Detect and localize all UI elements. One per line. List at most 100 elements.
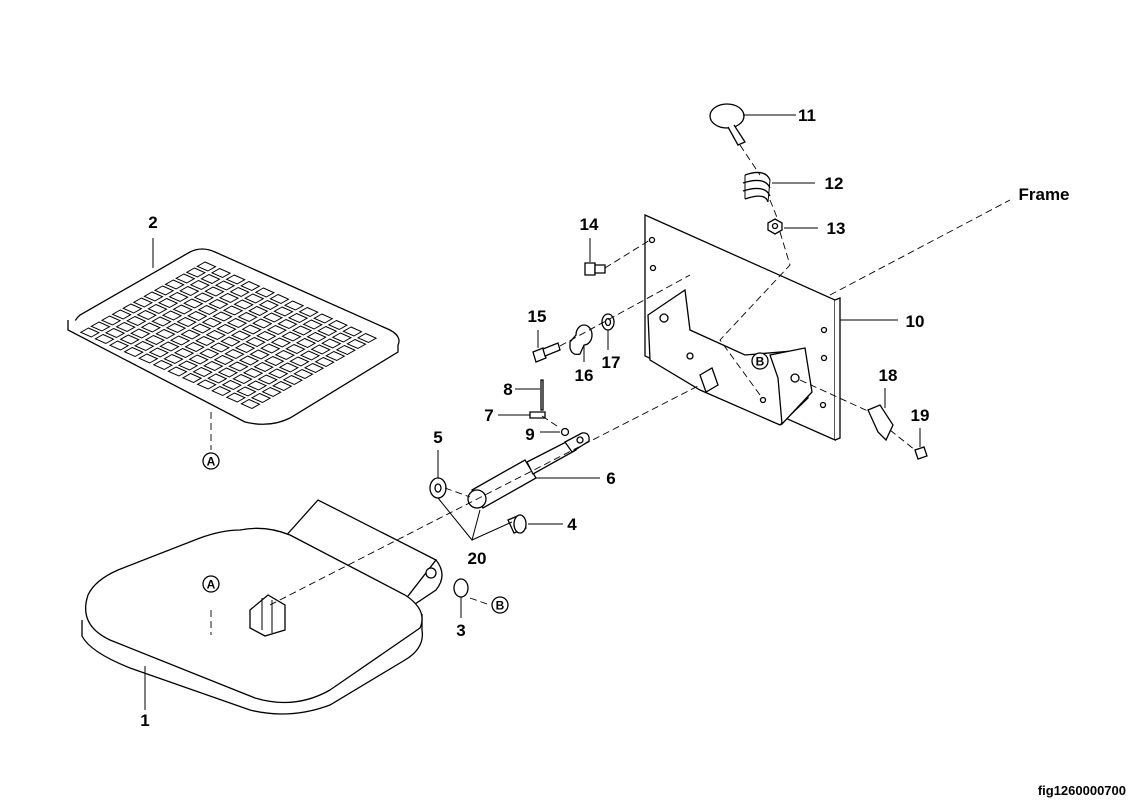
part-6-gas-spring xyxy=(467,432,590,509)
mat-tile xyxy=(212,311,233,322)
callout-20: 20 xyxy=(468,549,487,568)
mat-tile xyxy=(195,335,216,347)
mat-tile xyxy=(169,335,191,346)
mat-tile xyxy=(260,343,281,354)
mat-tile xyxy=(237,311,258,323)
callout-5: 5 xyxy=(433,428,442,447)
mat-tile xyxy=(313,313,334,324)
mat-tile xyxy=(136,309,158,321)
mat-tile xyxy=(327,319,349,331)
mat-tile xyxy=(153,285,175,296)
mat-tile xyxy=(205,329,227,341)
mat-tile xyxy=(151,316,172,327)
mat-tile xyxy=(256,330,277,342)
callout-10: 10 xyxy=(906,312,925,331)
mat-tile xyxy=(148,347,170,358)
part-5-washer xyxy=(429,477,447,499)
part-11-knob xyxy=(709,103,746,146)
mat-tile xyxy=(111,309,132,320)
mat-tile xyxy=(90,321,111,332)
callout-11: 11 xyxy=(798,106,816,125)
mat-tile xyxy=(270,337,292,348)
mat-tile xyxy=(325,350,346,362)
mat-tile xyxy=(264,355,285,367)
assembly-lines xyxy=(210,144,1011,606)
mat-tile xyxy=(242,367,264,379)
part-9-ring xyxy=(560,427,570,437)
mat-tile xyxy=(238,355,260,366)
mat-tile xyxy=(282,374,304,386)
mat-tile xyxy=(221,379,243,391)
mat-tile xyxy=(164,279,185,290)
mat-tile xyxy=(232,373,253,385)
mat-tile xyxy=(224,348,245,360)
callout-7: 7 xyxy=(484,406,493,425)
part-4-pin xyxy=(507,514,527,534)
part-15-bolt xyxy=(532,342,561,363)
mat-tile xyxy=(183,298,204,309)
part-12-spring xyxy=(742,171,771,203)
ref-mark-b-left: B xyxy=(491,596,509,614)
mat-tile xyxy=(225,392,247,403)
mat-tile xyxy=(193,292,215,303)
ref-mark-b-right: B xyxy=(751,352,769,370)
mat-tile xyxy=(342,326,363,337)
mat-tile xyxy=(134,340,155,352)
callout-13: 13 xyxy=(827,219,846,238)
callout-8: 8 xyxy=(503,380,512,399)
mat-tile xyxy=(123,346,144,358)
mat-tile xyxy=(222,305,244,316)
mat-tile xyxy=(187,310,208,322)
mat-tile xyxy=(207,373,228,384)
mat-tile xyxy=(241,324,262,335)
mat-tile xyxy=(216,323,237,335)
mat-tile xyxy=(100,315,122,326)
mat-tile xyxy=(356,332,378,344)
mat-tile xyxy=(268,368,289,379)
mat-tile xyxy=(168,291,189,303)
mat-tile xyxy=(152,359,174,371)
mat-tile xyxy=(132,297,154,308)
mat-tile xyxy=(165,322,187,334)
mat-tile xyxy=(185,267,207,278)
mat-tile xyxy=(176,316,197,328)
mat-tile xyxy=(147,303,168,315)
mat-tile xyxy=(208,298,229,310)
mat-tile xyxy=(293,368,314,380)
mat-tile xyxy=(161,310,183,321)
callout-15: 15 xyxy=(528,307,547,326)
mat-tile xyxy=(220,336,241,347)
mat-tile xyxy=(289,356,310,367)
mat-tile xyxy=(283,300,305,311)
mat-tile xyxy=(173,347,195,359)
mat-tile xyxy=(257,374,278,385)
mat-tile xyxy=(295,337,317,349)
mat-tile xyxy=(229,286,250,298)
callout-12: 12 xyxy=(825,174,844,193)
mat-tile xyxy=(233,299,254,310)
mat-tile xyxy=(115,321,136,333)
mat-tile xyxy=(192,366,213,378)
mat-tile xyxy=(277,318,298,330)
mat-tile xyxy=(196,261,217,272)
svg-text:A: A xyxy=(207,455,216,469)
callout-14: 14 xyxy=(580,215,599,234)
mat-tile xyxy=(245,336,266,348)
mat-tile xyxy=(240,398,261,410)
callout-3: 3 xyxy=(456,621,465,640)
mat-tile xyxy=(172,304,193,315)
mat-tile xyxy=(197,304,219,316)
part-14-bolt xyxy=(584,262,606,276)
mat-tile xyxy=(299,350,321,361)
mat-tile xyxy=(281,331,302,342)
callout-17: 17 xyxy=(602,353,621,372)
mat-tile xyxy=(217,367,239,378)
mat-tile xyxy=(203,360,224,372)
part-10-bracket xyxy=(647,288,813,426)
callout-16: 16 xyxy=(575,366,594,385)
mat-tile xyxy=(254,287,276,298)
mat-tile xyxy=(163,353,184,365)
mat-tile xyxy=(211,385,232,397)
mat-tile xyxy=(144,334,166,346)
